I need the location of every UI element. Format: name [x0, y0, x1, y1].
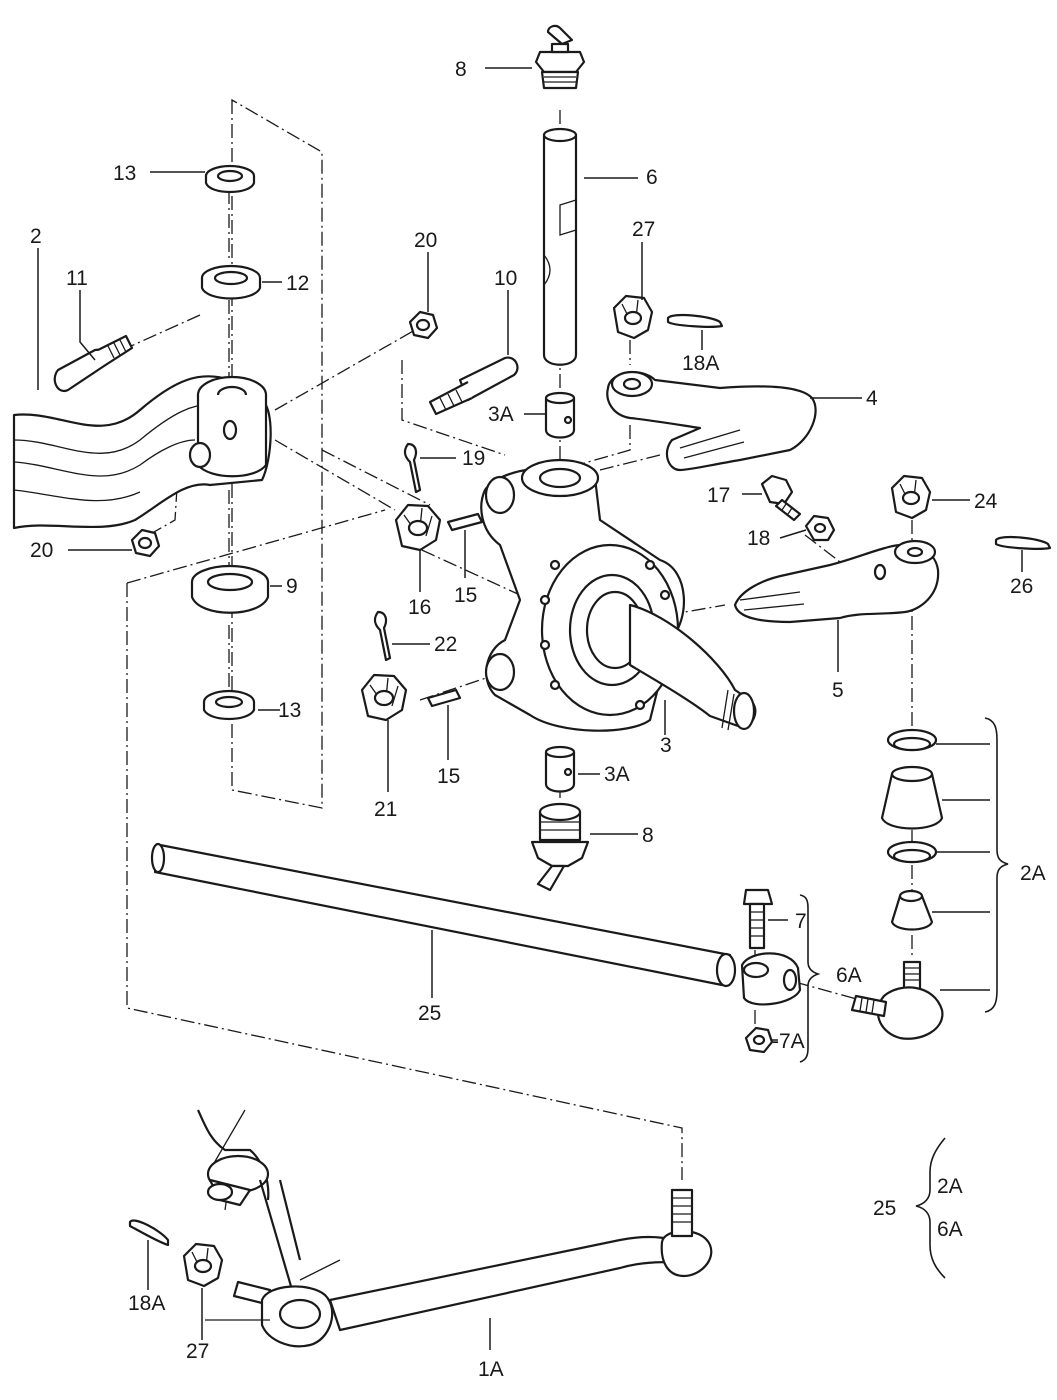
clamp-bolt-7	[742, 888, 774, 950]
castle-nut-27-top	[612, 294, 654, 340]
key-15-bottom	[426, 688, 462, 708]
tie-rod-tube-25	[150, 842, 737, 988]
seal-ring-13-bottom	[202, 689, 256, 720]
callout-18A-bottom: 18A	[128, 1292, 165, 1315]
snap-ring-bottom	[886, 840, 938, 864]
cotter-pin-18A-bottom	[128, 1219, 170, 1247]
seal-ring-13-top	[204, 164, 256, 193]
callout-16: 16	[408, 596, 431, 619]
bolt-11	[53, 334, 134, 393]
callout-8-top: 8	[455, 58, 467, 81]
axle-beam	[12, 375, 272, 530]
legend-main: 25	[873, 1197, 896, 1220]
bolt-17	[760, 474, 802, 522]
steering-arm-5	[733, 539, 940, 624]
legend: 25 2A 6A	[873, 1175, 963, 1241]
callout-25: 25	[418, 1002, 441, 1025]
king-pin-6	[542, 127, 578, 366]
callout-27-top: 27	[632, 218, 655, 241]
callout-6A: 6A	[836, 964, 862, 987]
cotter-pin-19	[403, 442, 422, 494]
callout-15-b: 15	[437, 765, 460, 788]
legend-item-6A: 6A	[937, 1218, 963, 1241]
brace-6A	[799, 894, 821, 1063]
callout-27-bottom: 27	[186, 1340, 209, 1363]
clamp-nut-7A	[744, 1026, 774, 1054]
callout-2A: 2A	[1020, 862, 1046, 885]
nut-20-left	[130, 528, 161, 558]
rubber-boot	[880, 765, 944, 830]
callout-4: 4	[866, 387, 878, 410]
castle-nut-16	[394, 503, 442, 552]
snap-ring-top	[886, 728, 938, 752]
key-15-top	[446, 512, 484, 532]
callout-26: 26	[1010, 575, 1033, 598]
callout-21: 21	[374, 798, 397, 821]
callout-11: 11	[66, 267, 88, 290]
callout-22: 22	[434, 633, 457, 656]
callout-13-top: 13	[113, 162, 136, 185]
callout-7A: -7A	[772, 1030, 805, 1053]
callout-10: 10	[494, 267, 517, 290]
steering-arm-4	[606, 370, 817, 472]
nut-20-top	[408, 310, 439, 340]
callout-20-top: 20	[414, 229, 437, 252]
tie-rod-end-right	[850, 960, 944, 1040]
legend-item-2A: 2A	[937, 1175, 963, 1198]
legend-brace	[915, 1137, 946, 1279]
leader-lines	[37, 67, 1023, 1350]
callout-3: 3	[660, 734, 672, 757]
cotter-pin-22	[373, 610, 392, 662]
callout-2: 2	[30, 225, 42, 248]
callout-18: 18	[747, 527, 770, 550]
callout-18A-top: 18A	[682, 352, 719, 375]
callout-7: 7	[795, 910, 807, 933]
bushing-3A-bottom	[544, 745, 576, 793]
callouts: 8 6 27 18A 4 3A 13 12 2 11 20 10 19 20 9…	[30, 58, 1046, 1381]
grease-fitting-8-bottom	[530, 802, 590, 892]
cotter-pin-26	[994, 535, 1052, 550]
callout-19: 19	[462, 447, 485, 470]
grease-fitting-8-top	[534, 24, 586, 90]
callout-6: 6	[646, 166, 658, 189]
bushing-3A-top	[544, 391, 576, 439]
callout-15-a: 15	[454, 584, 477, 607]
callout-1A: 1A	[478, 1358, 504, 1381]
clamp-6A	[740, 952, 802, 1006]
drag-link-assembly-1A	[197, 1109, 713, 1348]
callout-5: 5	[832, 679, 844, 702]
callout-3A-bottom: 3A	[604, 763, 630, 786]
callout-8-bottom: 8	[642, 824, 654, 847]
castle-nut-24	[890, 474, 932, 520]
seal-ring-9	[190, 564, 270, 614]
small-boot	[890, 889, 934, 931]
bolt-10	[428, 356, 519, 416]
callout-3A-top: 3A	[488, 403, 514, 426]
callout-9: 9	[286, 575, 298, 598]
callout-17: 17	[707, 484, 730, 507]
castle-nut-21	[360, 673, 408, 722]
callout-24: 24	[974, 490, 998, 513]
castle-nut-27-bottom	[182, 1242, 224, 1288]
nut-18	[804, 514, 836, 542]
steering-knuckle-3	[480, 458, 757, 732]
callout-13-bottom: 13	[278, 699, 301, 722]
callout-12: 12	[286, 272, 309, 295]
brace-2A	[984, 717, 1009, 1013]
seal-ring-12	[200, 264, 262, 300]
callout-20-left: 20	[30, 539, 53, 562]
cotter-pin-18A-top	[666, 313, 724, 328]
